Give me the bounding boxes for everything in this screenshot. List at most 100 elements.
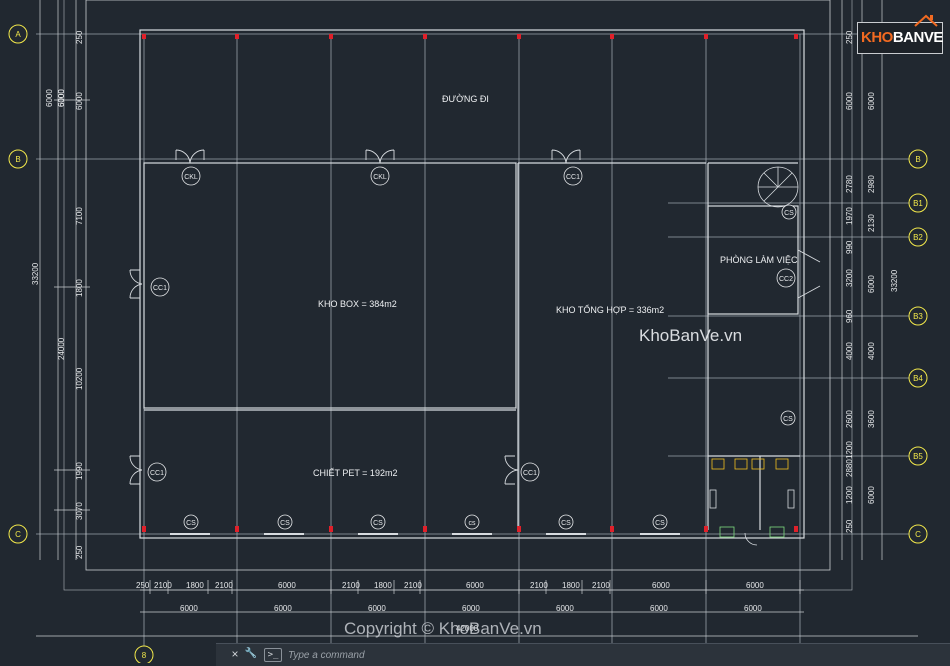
door-tag-label: CC1 (566, 174, 580, 181)
khobanve-logo[interactable]: KHOBANVE (857, 14, 944, 54)
wrench-icon[interactable]: 🔧 (244, 648, 258, 659)
structural-column (794, 526, 798, 532)
room-label-office: PHÒNG LÀM VIỆC (720, 255, 798, 265)
dim-label-right-mid: 2130 (867, 214, 876, 232)
structural-column (329, 34, 333, 39)
double-door (565, 149, 581, 164)
axis-bubble-label: C (915, 530, 921, 539)
walls (63, 0, 853, 591)
axis-bubble-label: B (915, 155, 920, 164)
room-label-box-store: KHO BOX = 384m2 (318, 299, 397, 309)
structural-column (235, 526, 239, 532)
urinal-fixture (709, 489, 717, 509)
toilet-fixture (711, 458, 725, 470)
sink-fixture (719, 526, 735, 538)
dim-label-bottom: 2100 (154, 581, 172, 590)
side-door (504, 469, 519, 485)
door-tag-label: CS (784, 210, 794, 217)
axis-bubble-label: B4 (913, 374, 923, 383)
side-door (129, 469, 143, 485)
right-total-dimension: 33200 (890, 269, 899, 292)
double-door (365, 149, 381, 164)
door-tag-label: CC1 (153, 285, 167, 292)
axis-bubble (908, 149, 928, 169)
dim-label-bottom-row2: 6000 (462, 604, 480, 613)
dim-label-right: 990 (845, 240, 854, 254)
door-tag (370, 166, 390, 186)
structural-column (794, 34, 798, 39)
close-icon[interactable]: × (231, 647, 239, 661)
dim-label-left-mid: 6000 (57, 89, 66, 107)
watermark-text: KhoBanVe.vn (639, 326, 743, 345)
door-tag (558, 514, 574, 530)
command-prompt-icon[interactable]: >_ (264, 648, 282, 662)
dim-label-right-mid: 2980 (867, 175, 876, 193)
structural-column (704, 34, 708, 39)
dim-label-bottom-row2: 6000 (650, 604, 668, 613)
double-door (379, 149, 395, 164)
dim-label-right-mid: 6000 (867, 92, 876, 110)
dim-label-bottom: 250 (136, 581, 150, 590)
axis-bubble-label: A (15, 30, 21, 39)
structural-column (235, 34, 239, 39)
dim-label-bottom: 1800 (186, 581, 204, 590)
logo-text-banve: BANVE (892, 29, 944, 46)
dim-label-right-mid: 3600 (867, 410, 876, 428)
double-door (189, 149, 205, 164)
dim-label-bottom-row2: 6000 (556, 604, 574, 613)
axis-bubble (908, 368, 928, 388)
structural-column (704, 526, 708, 532)
door-tag-label: CC2 (779, 276, 793, 283)
dim-label-left: 6000 (75, 92, 84, 110)
outer-wall (139, 29, 805, 539)
side-door (129, 455, 143, 471)
dim-label-right-mid: 6000 (867, 486, 876, 504)
dim-label-left: 1800 (75, 279, 84, 297)
door-tag (147, 462, 167, 482)
dim-label-left-mid: 24000 (57, 337, 66, 360)
dim-label-right: 250 (845, 30, 854, 44)
office-door (797, 249, 821, 299)
structural-column (517, 526, 521, 532)
site-boundary (85, 0, 831, 571)
dimension-frame (63, 0, 853, 591)
room-label-pet-filling: CHIẾT PET = 192m2 (313, 468, 397, 478)
axis-bubble-label: B5 (913, 452, 923, 461)
axis-bubble (8, 149, 28, 169)
dim-label-left-outer: 6000 (45, 89, 54, 107)
dim-label-bottom-row2: 6000 (368, 604, 386, 613)
dim-label-left: 1990 (75, 462, 84, 480)
axis-bubble (134, 645, 154, 663)
structural-column (142, 526, 146, 532)
toilet-fixture (775, 458, 789, 470)
dim-label-bottom: 2100 (342, 581, 360, 590)
dim-label-right: 1200 (845, 441, 854, 459)
axis-bubble (908, 193, 928, 213)
axis-bubble (908, 227, 928, 247)
dim-label-right: 2880 (845, 459, 854, 477)
left-total-dimension: 33200 (31, 262, 40, 285)
sink-fixture (769, 526, 785, 538)
door-tag (520, 462, 540, 482)
dim-label-right: 2780 (845, 175, 854, 193)
structural-column (423, 526, 427, 532)
dim-label-right: 4000 (845, 342, 854, 360)
dim-label-bottom: 2100 (592, 581, 610, 590)
door-tag-label: CS (783, 416, 793, 423)
spiral-stair (757, 166, 799, 208)
dim-label-left: 250 (75, 30, 84, 44)
door-tag-label: CS (280, 520, 290, 527)
urinal-fixture (787, 489, 795, 509)
dim-label-bottom: 6000 (466, 581, 484, 590)
room-label-general-store: KHO TỔNG HỢP = 336m2 (556, 304, 664, 315)
command-input[interactable] (286, 646, 930, 664)
door-tag-label: CC1 (150, 470, 164, 477)
dim-label-bottom: 2100 (530, 581, 548, 590)
axis-bubble (8, 24, 28, 44)
command-line-bar: × 🔧 >_ (216, 643, 950, 666)
dim-label-right-mid: 4000 (867, 342, 876, 360)
dim-label-bottom-row2: 6000 (744, 604, 762, 613)
door-tag-label: CKL (373, 174, 387, 181)
